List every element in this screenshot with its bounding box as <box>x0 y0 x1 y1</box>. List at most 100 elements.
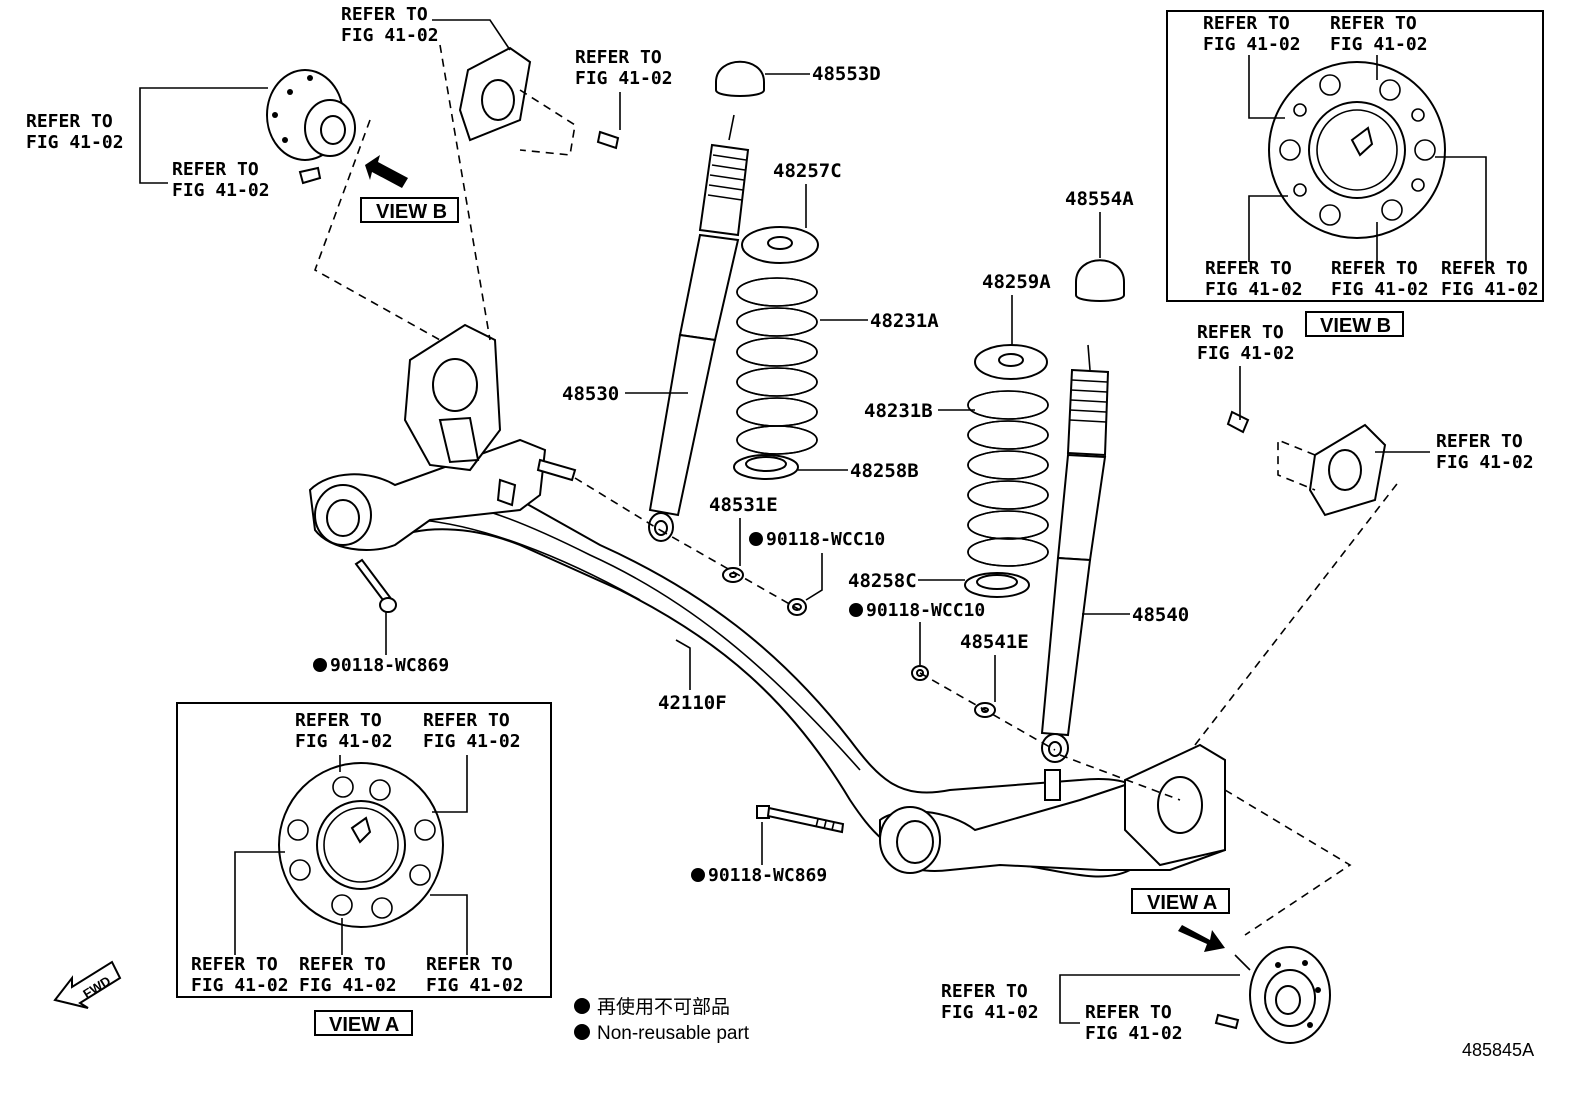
svg-text:REFER TO: REFER TO <box>1085 1002 1172 1023</box>
svg-text:FIG 41-02: FIG 41-02 <box>423 731 521 752</box>
svg-text:REFER TO: REFER TO <box>299 954 386 975</box>
svg-text:REFER TO: REFER TO <box>172 159 259 180</box>
refer-view-b-1: REFER TO FIG 41-02 <box>1203 13 1301 55</box>
refer-view-a-3: REFER TO FIG 41-02 <box>191 954 289 996</box>
refer-left-hub-1: REFER TO FIG 41-02 <box>26 111 124 153</box>
refer-view-b-2: REFER TO FIG 41-02 <box>1330 13 1428 55</box>
nut-90118-WCC10-a <box>787 598 807 616</box>
svg-text:FIG 41-02: FIG 41-02 <box>172 180 270 201</box>
svg-text:REFER TO: REFER TO <box>1436 431 1523 452</box>
non-reusable-dot-icon <box>574 1024 590 1040</box>
view-b-arrow-icon <box>365 155 408 188</box>
coil-spring-48231A <box>736 277 818 455</box>
label-48259A: 48259A <box>982 271 1051 293</box>
svg-text:FIG 41-02: FIG 41-02 <box>426 975 524 996</box>
bump-stopper-48553D <box>715 60 765 97</box>
refer-view-b-4: REFER TO FIG 41-02 <box>1331 258 1429 300</box>
view-b-label: VIEW B <box>360 197 459 223</box>
svg-text:REFER TO: REFER TO <box>191 954 278 975</box>
refer-top-center: REFER TO FIG 41-02 <box>575 47 673 89</box>
svg-text:REFER TO: REFER TO <box>426 954 513 975</box>
label-90118-WC869-b: 90118-WC869 <box>708 865 827 886</box>
view-a-label: VIEW A <box>1131 888 1230 914</box>
svg-text:VIEW A: VIEW A <box>329 1014 399 1036</box>
refer-view-a-2: REFER TO FIG 41-02 <box>423 710 521 752</box>
label-48231B: 48231B <box>864 400 933 422</box>
assembly-dashed-lines <box>314 44 1401 936</box>
svg-text:FIG 41-02: FIG 41-02 <box>941 1002 1039 1023</box>
non-reusable-dot-icon <box>691 868 705 882</box>
hub-bearing-top-left <box>266 69 356 185</box>
refer-right-bolt: REFER TO FIG 41-02 <box>1197 322 1295 364</box>
refer-view-a-4: REFER TO FIG 41-02 <box>299 954 397 996</box>
shock-absorber-48540 <box>1040 344 1110 763</box>
label-48530: 48530 <box>562 383 619 405</box>
view-a-arrow-icon <box>1178 925 1225 952</box>
svg-text:REFER TO: REFER TO <box>1197 322 1284 343</box>
svg-text:FIG 41-02: FIG 41-02 <box>1330 34 1428 55</box>
right-trailing-arm <box>879 743 1226 874</box>
svg-text:FIG 41-02: FIG 41-02 <box>1436 452 1534 473</box>
svg-text:REFER TO: REFER TO <box>1330 13 1417 34</box>
refer-view-a-5: REFER TO FIG 41-02 <box>426 954 524 996</box>
svg-text:FIG 41-02: FIG 41-02 <box>295 731 393 752</box>
illustration-id: 485845A <box>1462 1040 1534 1060</box>
backing-plate-right <box>1226 410 1387 517</box>
refer-left-hub-2: REFER TO FIG 41-02 <box>172 159 270 201</box>
label-48258C: 48258C <box>848 570 917 592</box>
bolt-90118-WC869-b <box>756 805 845 834</box>
washer-48531E <box>722 567 744 583</box>
spring-seat-48259A <box>974 344 1048 380</box>
shock-mount-pin-left <box>536 458 577 482</box>
svg-text:FIG 41-02: FIG 41-02 <box>26 132 124 153</box>
bolt-90118-WC869-a <box>354 558 397 613</box>
svg-text:FIG 41-02: FIG 41-02 <box>575 68 673 89</box>
svg-text:VIEW B: VIEW B <box>376 201 447 223</box>
svg-text:FIG 41-02: FIG 41-02 <box>341 25 439 46</box>
label-48231A: 48231A <box>870 310 939 332</box>
label-90118-WC869-a: 90118-WC869 <box>330 655 449 676</box>
leader-lines <box>139 19 1430 1024</box>
hub-bearing-bottom-right <box>1214 946 1331 1044</box>
view-a-detail-box <box>176 702 552 998</box>
svg-text:VIEW B: VIEW B <box>1320 315 1391 337</box>
spring-seat-48257C <box>741 226 819 264</box>
label-48257C: 48257C <box>773 160 842 182</box>
refer-right-plate: REFER TO FIG 41-02 <box>1436 431 1534 473</box>
svg-text:REFER TO: REFER TO <box>1203 13 1290 34</box>
non-reusable-dot-icon <box>849 603 863 617</box>
non-reusable-dot-icon <box>313 658 327 672</box>
svg-text:FIG 41-02: FIG 41-02 <box>1331 279 1429 300</box>
bump-stopper-48554A <box>1075 259 1125 302</box>
legend-en: Non-reusable part <box>597 1023 750 1044</box>
refer-view-b-5: REFER TO FIG 41-02 <box>1441 258 1539 300</box>
label-42110F: 42110F <box>658 692 727 714</box>
svg-text:REFER TO: REFER TO <box>1331 258 1418 279</box>
svg-text:FIG 41-02: FIG 41-02 <box>299 975 397 996</box>
fwd-arrow-icon: FWD <box>53 960 122 1009</box>
view-a-label-detail: VIEW A <box>314 1010 413 1036</box>
legend: 再使用不可部品 Non-reusable part <box>574 996 750 1044</box>
label-48541E: 48541E <box>960 631 1029 653</box>
non-reusable-dot-icon <box>574 998 590 1014</box>
refer-view-a-1: REFER TO FIG 41-02 <box>295 710 393 752</box>
svg-text:REFER TO: REFER TO <box>1205 258 1292 279</box>
svg-text:REFER TO: REFER TO <box>423 710 510 731</box>
svg-text:REFER TO: REFER TO <box>1441 258 1528 279</box>
view-b-detail-box <box>1166 10 1544 302</box>
non-reusable-dot-icon <box>749 532 763 546</box>
backing-plate-top-left <box>458 46 620 156</box>
svg-text:FIG 41-02: FIG 41-02 <box>1085 1023 1183 1044</box>
left-trailing-arm <box>308 323 547 551</box>
refer-top-center-left: REFER TO FIG 41-02 <box>341 4 439 46</box>
svg-text:FIG 41-02: FIG 41-02 <box>1197 343 1295 364</box>
label-48258B: 48258B <box>850 460 919 482</box>
spring-insulator-48258B <box>733 454 799 480</box>
svg-text:FIG 41-02: FIG 41-02 <box>1205 279 1303 300</box>
label-90118-WCC10-b: 90118-WCC10 <box>866 600 985 621</box>
label-48554A: 48554A <box>1065 188 1134 210</box>
label-48540: 48540 <box>1132 604 1189 626</box>
legend-jp: 再使用不可部品 <box>597 996 730 1018</box>
svg-text:REFER TO: REFER TO <box>575 47 662 68</box>
